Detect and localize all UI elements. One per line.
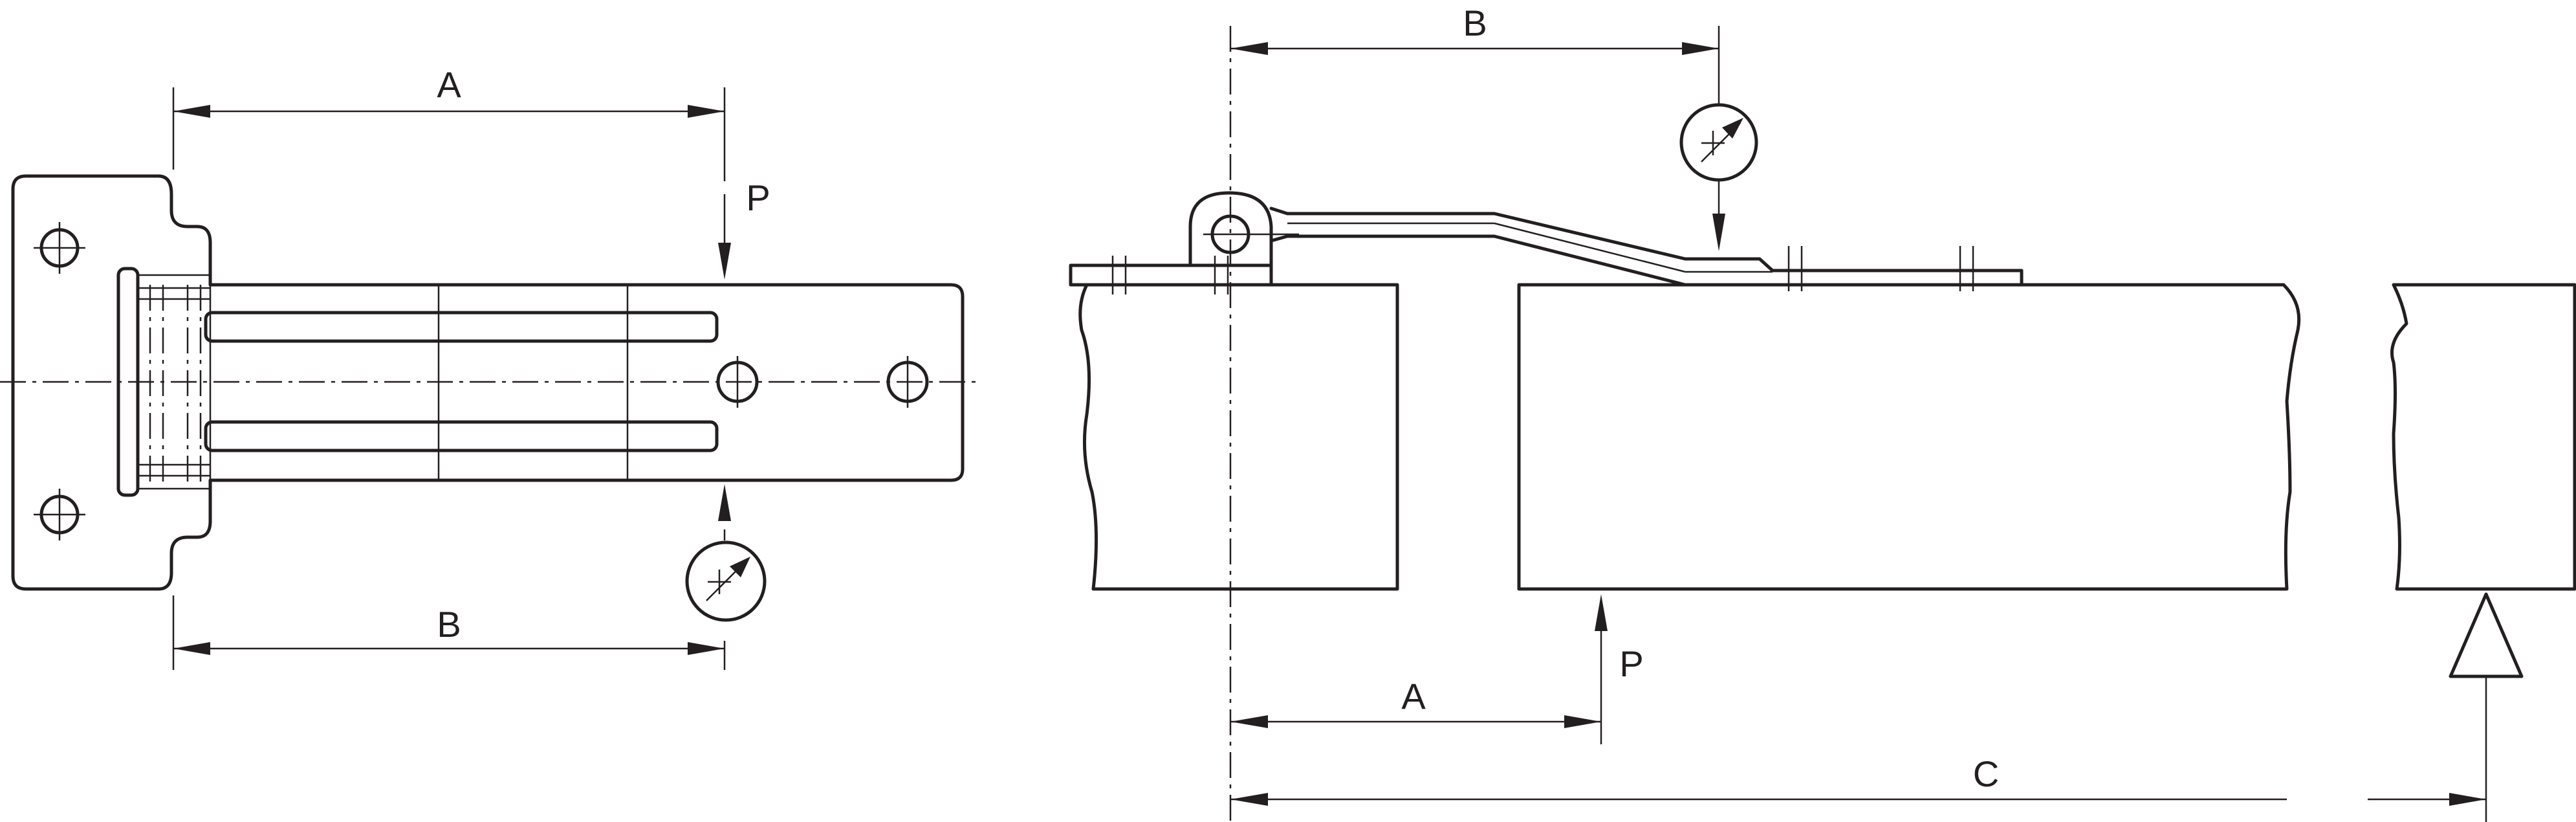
support-triangle-icon	[2449, 592, 2524, 822]
hinge-leaf-outline	[11, 174, 965, 591]
dim-label-c-right: C	[1973, 753, 1999, 794]
mounting-hole-top-left	[34, 222, 85, 274]
dimension-b-right: B	[1230, 3, 1720, 104]
substrate-block-3	[2390, 283, 2576, 591]
load-arrow-p-right: P	[1595, 594, 1644, 744]
dimension-a-right: A	[1230, 676, 1601, 728]
hinge-arm	[1269, 206, 2024, 287]
right-view: B P A C	[1069, 3, 2576, 822]
torque-gauge-icon	[1679, 103, 1758, 251]
hinge-knuckle	[1188, 191, 1273, 267]
dim-label-b-right: B	[1463, 3, 1487, 43]
slot-upper	[204, 311, 719, 343]
load-label-p: P	[746, 177, 770, 218]
torque-gauge-icon	[685, 484, 767, 622]
substrate-block-2	[1517, 283, 2301, 591]
left-view: A P B	[0, 64, 977, 670]
substrate-block-1	[1078, 283, 1399, 591]
slot-lower	[204, 420, 719, 452]
dim-label-b: B	[437, 604, 461, 645]
load-arrow-p-left: P	[718, 177, 770, 280]
load-label-p-right: P	[1619, 643, 1643, 684]
dimension-a-left: A	[172, 64, 726, 181]
mounting-hole-bottom-left	[34, 489, 85, 540]
dimension-b-left: B	[172, 595, 726, 670]
hinge-base-plate	[1069, 263, 1273, 287]
dim-label-a: A	[437, 64, 461, 105]
dimension-c-right: C	[1230, 753, 2486, 806]
dim-label-a-right: A	[1401, 676, 1426, 716]
